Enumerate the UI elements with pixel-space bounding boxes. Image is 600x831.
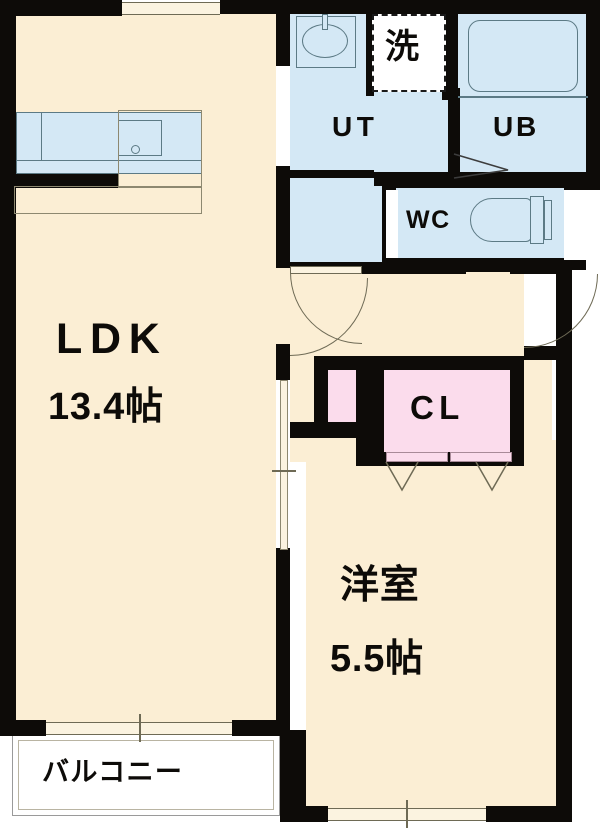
wall-ut-washer-left (366, 12, 374, 96)
room-closet-area (382, 368, 522, 460)
sliding-partition-marker (272, 470, 296, 472)
label-ldk: LDK (56, 315, 168, 363)
exterior-wall-left (0, 0, 16, 734)
wall-entry-sill (524, 346, 556, 360)
wall-closet-nook-left (314, 356, 328, 436)
exterior-wall-right-lower (556, 262, 572, 822)
wall-bedroom-left-lower (280, 730, 306, 822)
wall-ut-ub-divider-top (442, 12, 458, 100)
wall-closet-nook-bottom (290, 422, 362, 438)
closet-door-panel-right[interactable] (450, 452, 512, 462)
wall-ldk-hall-divider (276, 178, 290, 268)
wall-kitchen-back (14, 174, 118, 188)
wall-ut-corner (276, 166, 290, 180)
label-washer: 洗 (385, 28, 422, 66)
balcony-inner-edge (18, 740, 274, 810)
closet-nook-area (326, 368, 358, 430)
window-bedroom-bottom-marker (406, 800, 408, 828)
wall-hall-right-stub (510, 262, 524, 274)
wall-balcony-sill-right (232, 720, 280, 736)
wall-closet-top (314, 356, 522, 370)
closet-door-swing-left-icon (385, 461, 419, 492)
label-wc: WC (406, 206, 451, 234)
label-ub: UB (493, 111, 540, 142)
sliding-door-ldk-balcony-marker (139, 714, 141, 742)
sliding-partition-ldk-bedroom[interactable] (280, 380, 288, 550)
kitchen-hood-outline (118, 110, 202, 188)
toilet-bowl (470, 198, 532, 242)
entry-alcove (564, 190, 588, 260)
wall-wc-top (382, 178, 568, 188)
ub-folding-door-icon[interactable] (452, 148, 512, 180)
kitchen-stove-area (16, 112, 42, 164)
ub-divider-line (458, 96, 588, 98)
wall-ut-ub-divider-bottom (448, 88, 460, 176)
wall-bedroom-bottom-right (486, 806, 572, 822)
wall-under-ut-thin (290, 170, 374, 178)
label-ut: UT (332, 111, 379, 142)
washing-machine-space (372, 14, 446, 92)
door-ut-panel[interactable] (290, 266, 362, 274)
label-western-room: 洋室 (340, 564, 420, 607)
room-western-area (306, 440, 556, 818)
toilet-cistern-pipe (544, 200, 552, 240)
label-balcony: バルコニー (42, 757, 184, 787)
toilet-tank (530, 196, 544, 244)
vanity-faucet-icon (322, 14, 328, 30)
wall-closet-right (510, 356, 524, 466)
wall-ldk-bedroom-divider (276, 548, 290, 730)
wall-closet-divider (356, 368, 384, 460)
wall-ldk-ut-divider-top (276, 14, 290, 66)
door-entry-swing-icon[interactable] (524, 274, 598, 348)
label-western-room-area: 5.5帖 (330, 638, 424, 680)
wall-entry-head (524, 262, 556, 274)
exterior-wall-top-left (0, 0, 122, 16)
wc-door-opening[interactable] (386, 190, 398, 258)
stove-knob-icon (131, 145, 140, 154)
kitchen-floor-outline (14, 186, 202, 214)
label-cl: CL (410, 389, 465, 426)
exterior-wall-top-right (220, 0, 600, 14)
label-ldk-area: 13.4帖 (48, 386, 164, 428)
exterior-wall-right-upper (586, 0, 600, 190)
wall-balcony-sill-left (0, 720, 46, 736)
window-ldk-top (122, 2, 220, 15)
closet-door-swing-right-icon (475, 461, 509, 492)
wall-ldk-hall-divider-lower (276, 344, 290, 380)
bathtub (468, 20, 578, 92)
closet-door-panel-left[interactable] (386, 452, 448, 462)
room-balcony-area (12, 734, 280, 816)
